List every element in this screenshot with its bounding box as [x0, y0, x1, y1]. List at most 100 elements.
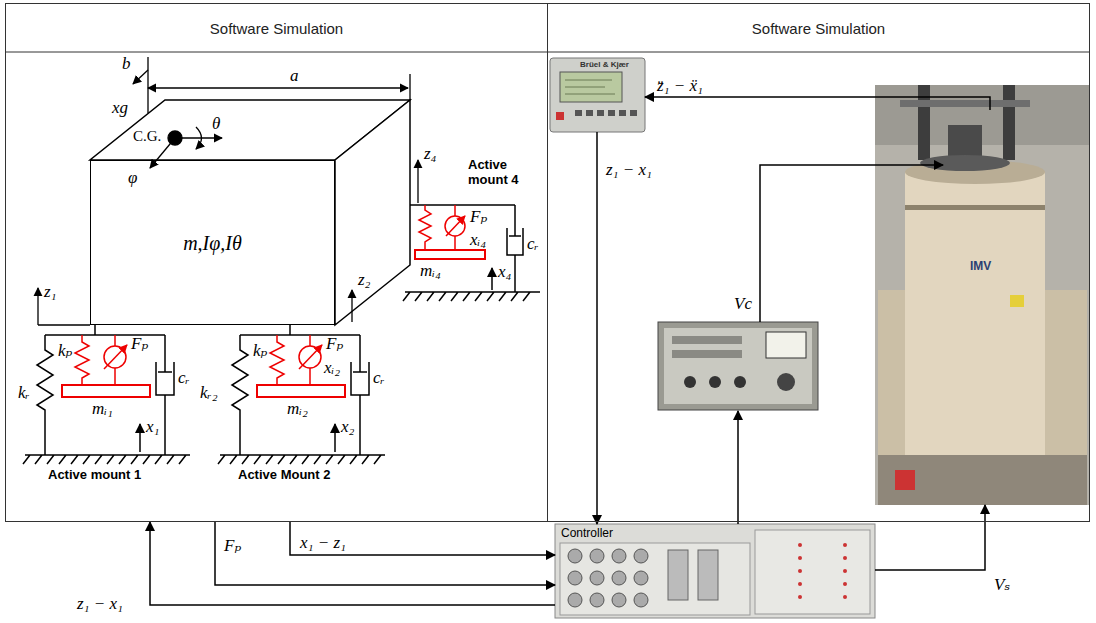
active-mount — [23, 325, 190, 464]
power-amplifier-photo — [672, 336, 742, 344]
rigid-body-box: m,Iφ,Iθ — [90, 160, 335, 325]
shaker-photo — [1042, 290, 1087, 460]
controller-box: Controller — [555, 524, 875, 618]
displacement-label: x₄ — [498, 262, 511, 282]
displacement-label: x₂ — [341, 417, 354, 437]
status-led — [798, 582, 802, 586]
actuator-part — [114, 335, 116, 346]
mount-name: Active mount 1 — [48, 468, 141, 483]
shaker-photo — [1010, 295, 1024, 307]
active-mount — [359, 335, 361, 372]
actuator-part — [419, 205, 431, 250]
actuator-part — [62, 385, 150, 397]
conditioning-amplifier-photo — [550, 58, 645, 132]
signal-connector — [645, 97, 990, 110]
active-mount — [353, 371, 367, 373]
signal-label: x₁ − z₁ — [298, 533, 348, 553]
conditioning-amplifier-photo — [565, 80, 612, 81]
rotation-label: θ — [212, 114, 220, 134]
signal-label: Fₚ — [222, 536, 243, 556]
damper-label: cᵣ — [527, 234, 539, 254]
signal-wire — [737, 411, 739, 524]
conditioning-amplifier-photo — [565, 87, 605, 88]
active-mount — [218, 455, 385, 464]
coordinate-axes — [148, 87, 408, 88]
power-amplifier-photo — [658, 322, 818, 410]
active-mount — [139, 424, 141, 452]
vibration-shaker: IMV — [875, 110, 1090, 505]
rotation-label: φ — [128, 168, 137, 188]
active-mount — [232, 335, 248, 455]
signal-connector — [150, 522, 555, 605]
damper-label: cᵣ — [373, 368, 385, 388]
actuator-part — [309, 368, 311, 385]
active-mount — [164, 395, 166, 455]
power-amplifier-photo — [777, 373, 795, 391]
conditioning-amplifier-photo — [560, 72, 622, 102]
mass-label: mᵢ₂ — [287, 399, 308, 419]
status-led — [798, 556, 802, 560]
coordinate-axes — [133, 70, 148, 84]
actuator-part — [75, 335, 89, 385]
bnc-connector — [590, 549, 604, 563]
status-led — [798, 569, 802, 573]
active-mount — [491, 268, 493, 290]
spring-label: kᵣ — [18, 383, 30, 403]
controller-photo — [555, 524, 875, 618]
bnc-connector — [634, 593, 648, 607]
panel-heading: Software Simulation — [548, 20, 1089, 37]
damper-label: cᵣ — [178, 368, 190, 388]
power-amplifier-photo — [734, 376, 746, 388]
actuator-part — [454, 236, 456, 250]
shaker-photo — [878, 290, 908, 460]
coordinate-axes — [417, 160, 418, 203]
conditioning-amplifier-photo — [608, 110, 615, 116]
coordinate-axes — [351, 290, 352, 322]
power-amplifier-photo — [672, 350, 742, 358]
actuator-part — [309, 335, 311, 346]
mass-label: mᵢ₄ — [420, 261, 441, 281]
active-mount — [334, 424, 336, 452]
actuator-part — [62, 335, 150, 397]
active-mount — [509, 235, 521, 237]
coordinate-axes — [147, 57, 148, 113]
conditioning-amplifier-photo — [586, 110, 593, 116]
force-label: Fₚ — [326, 334, 343, 354]
active-mount — [514, 205, 516, 236]
status-led — [843, 595, 847, 599]
displacement-label: xᵢ₂ — [324, 358, 340, 378]
mass-label: mᵢ₁ — [92, 399, 113, 419]
bnc-connector — [568, 571, 582, 585]
status-led — [798, 543, 802, 547]
actuator-part — [270, 335, 284, 385]
actuator-part — [104, 345, 127, 369]
actuator-part — [257, 385, 345, 397]
bnc-connector — [568, 549, 582, 563]
signal-wire — [738, 165, 943, 524]
power-amplifier-photo — [766, 332, 806, 358]
actuator-part — [445, 216, 465, 236]
status-led — [843, 569, 847, 573]
dimension-label: b — [122, 54, 131, 74]
device-name: Controller — [561, 527, 613, 541]
shaker-photo — [920, 155, 1010, 171]
shaker-photo — [948, 125, 982, 160]
bnc-connector — [612, 593, 626, 607]
rigid-body — [90, 160, 335, 325]
bnc-connector — [590, 571, 604, 585]
conditioning-amplifier: Brüel & Kjær — [550, 58, 645, 132]
spring-label: kₚ — [253, 341, 267, 361]
active-mount — [156, 362, 174, 395]
conditioning-amplifier-photo — [550, 58, 645, 132]
controller-photo — [698, 550, 718, 600]
force-label: Fₚ — [470, 207, 487, 227]
active-mount — [23, 455, 190, 464]
controller-photo — [555, 524, 875, 618]
shaker-photo — [875, 85, 1090, 505]
conditioning-amplifier-photo — [630, 110, 637, 116]
signal-connector — [596, 132, 598, 524]
simulation-panel: Software Simulationm,Iφ,Iθ — [5, 3, 548, 522]
